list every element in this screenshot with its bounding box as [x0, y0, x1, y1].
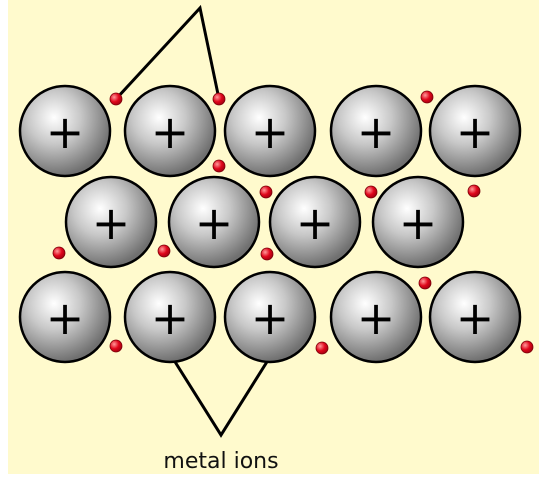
metal-ion: +	[64, 175, 158, 269]
metal-ion-sphere	[268, 175, 362, 269]
electron	[260, 247, 274, 261]
electrons-layer	[52, 90, 534, 355]
pointer-lines	[114, 4, 272, 438]
electron	[212, 159, 226, 173]
metal-ion-sphere	[329, 84, 423, 178]
metal-ion-sphere	[428, 84, 522, 178]
positive-charge-icon: +	[195, 196, 234, 250]
diagram-panel: ++++++++++++++ metal ions	[8, 0, 539, 474]
electron	[467, 184, 481, 198]
metal-ion: +	[329, 84, 423, 178]
electron	[315, 341, 329, 355]
positive-charge-icon: +	[296, 196, 335, 250]
metal-ion: +	[428, 84, 522, 178]
positive-charge-icon: +	[456, 105, 495, 159]
metal-ion-sphere	[223, 270, 317, 364]
electron	[420, 90, 434, 104]
positive-charge-icon: +	[251, 105, 290, 159]
metal-ion-sphere	[18, 270, 112, 364]
metal-ion: +	[18, 270, 112, 364]
positive-charge-icon: +	[399, 196, 438, 250]
metal-ion-sphere	[123, 84, 217, 178]
electron	[259, 185, 273, 199]
positive-charge-icon: +	[92, 196, 131, 250]
metal-ion: +	[123, 84, 217, 178]
positive-charge-icon: +	[151, 291, 190, 345]
metal-ion: +	[167, 175, 261, 269]
electron	[364, 185, 378, 199]
positive-charge-icon: +	[251, 291, 290, 345]
metal-ion-sphere	[371, 175, 465, 269]
metallic-bonding-diagram: ++++++++++++++ metal ions	[8, 0, 539, 474]
positive-charge-icon: +	[46, 291, 85, 345]
positive-charge-icon: +	[46, 105, 85, 159]
metal-ion-sphere	[64, 175, 158, 269]
metal-ion-sphere	[123, 270, 217, 364]
ions-layer: ++++++++++++++	[18, 84, 522, 364]
positive-charge-icon: +	[357, 105, 396, 159]
metal-ion: +	[18, 84, 112, 178]
metal-ion: +	[123, 270, 217, 364]
electron	[212, 92, 226, 106]
metal-ion: +	[223, 270, 317, 364]
metal-ions-label: metal ions	[163, 449, 278, 474]
positive-charge-icon: +	[456, 291, 495, 345]
electron	[109, 339, 123, 353]
pointer-line-bottom	[170, 356, 272, 438]
metal-ion-sphere	[167, 175, 261, 269]
metal-ion-sphere	[329, 270, 423, 364]
electron	[520, 340, 534, 354]
metal-ion: +	[223, 84, 317, 178]
electron	[418, 276, 432, 290]
metal-ion-sphere	[428, 270, 522, 364]
pointer-line-top	[114, 4, 221, 101]
electron	[109, 92, 123, 106]
positive-charge-icon: +	[357, 291, 396, 345]
metal-ion: +	[371, 175, 465, 269]
metal-ion: +	[329, 270, 423, 364]
electron	[52, 246, 66, 260]
metal-ion: +	[268, 175, 362, 269]
positive-charge-icon: +	[151, 105, 190, 159]
metal-ion-sphere	[223, 84, 317, 178]
metal-ion-sphere	[18, 84, 112, 178]
electron	[157, 244, 171, 258]
metal-ion: +	[428, 270, 522, 364]
